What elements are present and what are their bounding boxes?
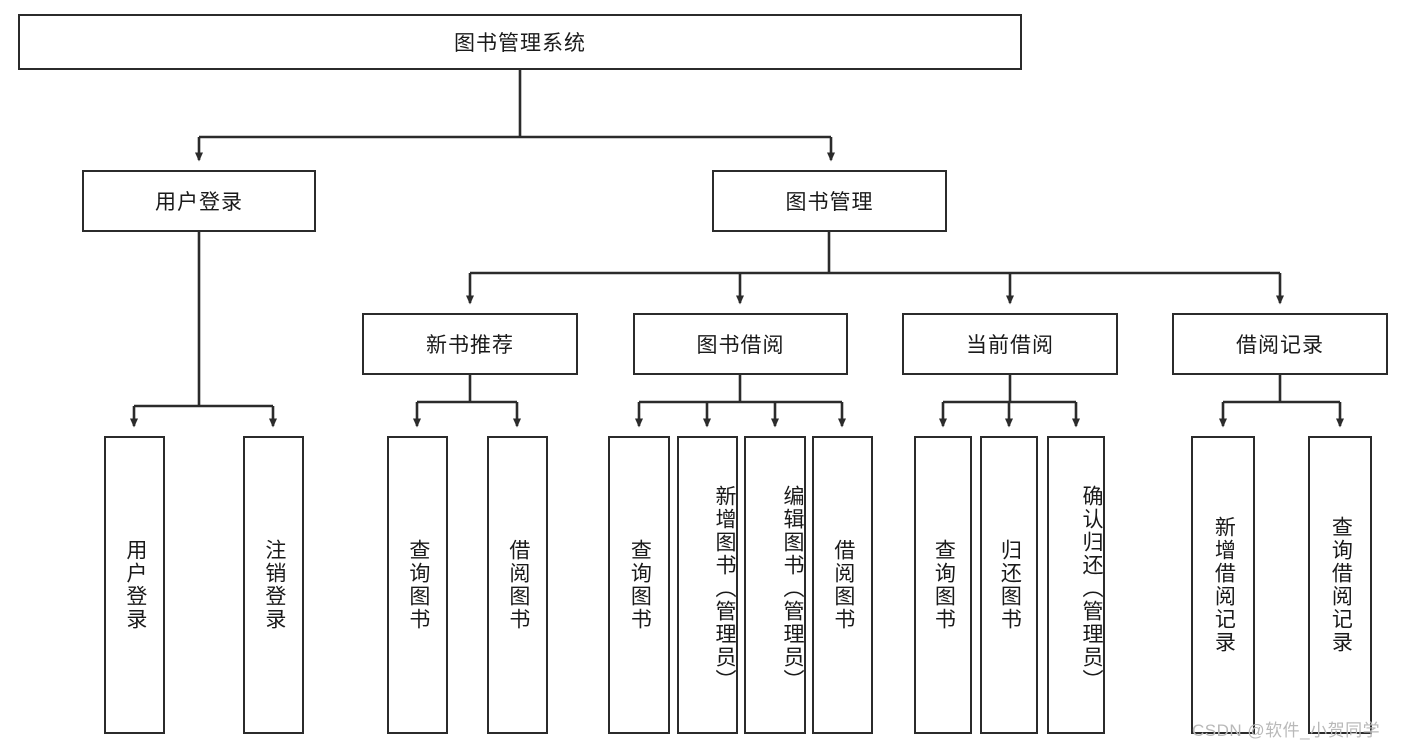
node-leaf-query-book-1-label: 查询图书	[406, 539, 430, 631]
node-leaf-logout-label: 注销登录	[262, 539, 286, 631]
node-root[interactable]: 图书管理系统	[18, 14, 1022, 70]
node-leaf-return-book[interactable]: 归还图书	[980, 436, 1038, 734]
node-borrow-record-label: 借阅记录	[1236, 334, 1324, 357]
node-leaf-add-book[interactable]: 新增图书（管理员）	[677, 436, 738, 734]
node-leaf-borrow-book-1-label: 借阅图书	[506, 539, 530, 631]
node-leaf-confirm-return[interactable]: 确认归还（管理员）	[1047, 436, 1105, 734]
node-current-borrow[interactable]: 当前借阅	[902, 313, 1118, 375]
node-leaf-confirm-return-label: 确认归还（管理员）	[1080, 484, 1103, 692]
node-book-borrow[interactable]: 图书借阅	[633, 313, 848, 375]
node-current-borrow-label: 当前借阅	[966, 334, 1054, 357]
node-leaf-logout[interactable]: 注销登录	[243, 436, 304, 734]
csdn-watermark: CSDN @软件_小贺同学	[1192, 721, 1381, 740]
node-leaf-add-record[interactable]: 新增借阅记录	[1191, 436, 1255, 734]
node-leaf-edit-book-label: 编辑图书（管理员）	[781, 484, 804, 692]
node-user-login-label: 用户登录	[155, 191, 243, 214]
node-leaf-query-book-3-label: 查询图书	[932, 539, 956, 631]
node-book-management[interactable]: 图书管理	[712, 170, 947, 232]
node-leaf-borrow-book-1[interactable]: 借阅图书	[487, 436, 548, 734]
node-leaf-edit-book[interactable]: 编辑图书（管理员）	[744, 436, 806, 734]
node-leaf-query-book-3[interactable]: 查询图书	[914, 436, 972, 734]
node-leaf-query-record-label: 查询借阅记录	[1329, 516, 1353, 654]
node-new-book-recommend[interactable]: 新书推荐	[362, 313, 578, 375]
node-user-login[interactable]: 用户登录	[82, 170, 316, 232]
node-book-management-label: 图书管理	[785, 191, 874, 214]
node-leaf-add-book-label: 新增图书（管理员）	[713, 484, 736, 692]
node-leaf-query-book-2[interactable]: 查询图书	[608, 436, 670, 734]
node-leaf-return-book-label: 归还图书	[998, 539, 1022, 631]
node-root-label: 图书管理系统	[454, 32, 586, 55]
node-leaf-borrow-book-2-label: 借阅图书	[831, 539, 855, 631]
node-leaf-user-login-label: 用户登录	[123, 539, 147, 631]
node-new-book-recommend-label: 新书推荐	[426, 334, 514, 357]
node-leaf-query-book-2-label: 查询图书	[628, 539, 652, 631]
node-leaf-user-login[interactable]: 用户登录	[104, 436, 165, 734]
node-leaf-borrow-book-2[interactable]: 借阅图书	[812, 436, 873, 734]
node-leaf-query-book-1[interactable]: 查询图书	[387, 436, 448, 734]
node-borrow-record[interactable]: 借阅记录	[1172, 313, 1388, 375]
node-leaf-add-record-label: 新增借阅记录	[1212, 516, 1236, 654]
node-leaf-query-record[interactable]: 查询借阅记录	[1308, 436, 1372, 734]
node-book-borrow-label: 图书借阅	[696, 334, 785, 357]
